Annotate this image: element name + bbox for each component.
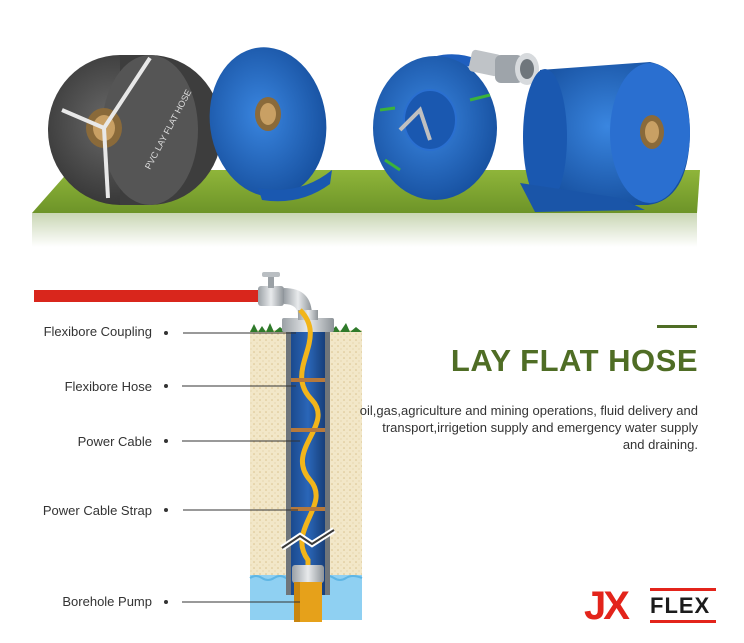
flexibore-hose [291, 332, 325, 595]
shelf-front [32, 213, 697, 247]
label-power-cable-strap: Power Cable Strap [42, 503, 152, 518]
title-accent-bar [657, 325, 697, 328]
gray-hose-roll: PVC LAY FLAT HOSE [48, 55, 222, 205]
product-description: oil,gas,agriculture and mining operation… [359, 403, 698, 452]
jxflex-logo: JX FLEX [582, 584, 730, 632]
borehole-diagram [34, 272, 363, 622]
power-cable [298, 308, 321, 578]
label-flexibore-hose: Flexibore Hose [64, 379, 152, 394]
logo-flex-text: FLEX [650, 593, 711, 618]
power-cable-straps [291, 378, 325, 511]
logo-rule-top [650, 588, 716, 591]
page-title: LAY FLAT HOSE [450, 343, 698, 378]
blue-hose-roll [209, 47, 332, 202]
label-power-cable: Power Cable [77, 434, 152, 449]
pump-head [292, 565, 324, 583]
label-flexibore-coupling: Flexibore Coupling [43, 324, 152, 339]
red-delivery-pipe [34, 290, 262, 302]
logo-jx-text: JX [584, 584, 630, 628]
label-dots [164, 331, 168, 604]
leader-lines [182, 332, 300, 603]
blue-hose-roll-with-coupling [373, 49, 539, 200]
large-blue-hose-roll [520, 62, 690, 212]
logo-rule-bottom [650, 620, 716, 623]
label-borehole-pump: Borehole Pump [62, 594, 152, 609]
product-hero: PVC LAY FLAT HOSE [32, 47, 700, 247]
